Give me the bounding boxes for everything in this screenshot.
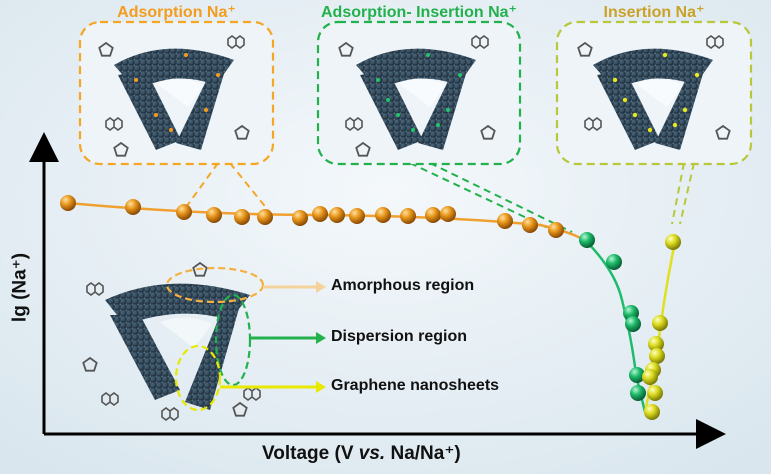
amorphous-ellipse: [165, 266, 265, 304]
green-ball: [579, 232, 595, 248]
x-axis-label-suffix: Na/Na⁺): [385, 443, 461, 464]
orange-ball: [522, 217, 538, 233]
yellow-ball: [652, 315, 668, 331]
panel-title-adsorption: Adsorption Na⁺: [117, 4, 236, 21]
legend-amorphous: Amorphous region: [331, 277, 475, 294]
connector-adsorption-left: [183, 162, 219, 211]
orange-ball: [497, 213, 513, 229]
orange-ball: [349, 208, 365, 224]
orange-ball: [400, 208, 416, 224]
y-axis-label: lg (Na⁺): [9, 252, 31, 323]
green-ball: [629, 367, 645, 383]
orange-ball: [176, 204, 192, 220]
orange-ball: [329, 207, 345, 223]
dispersion-ellipse: [214, 293, 252, 387]
x-axis-label: Voltage (V vs. Na/Na⁺): [262, 442, 461, 465]
yellow-ball: [665, 234, 681, 250]
orange-ball: [440, 206, 456, 222]
legend-arrows: [220, 281, 326, 393]
x-axis-label-prefix: Voltage (V: [262, 443, 359, 464]
legend-dispersion: Dispersion region: [331, 328, 468, 345]
connectors: [183, 162, 695, 233]
orange-ball: [125, 199, 141, 215]
panel-title-insertion: Insertion Na⁺: [603, 4, 705, 21]
cluster-adsorption-insertion: [338, 35, 496, 157]
yellow-ball: [642, 369, 658, 385]
orange-ball: [60, 195, 76, 211]
axes: [29, 132, 726, 449]
green-ball: [606, 254, 622, 270]
connector-ins-a: [671, 162, 685, 225]
yellow-ball: [649, 348, 665, 364]
sodium-balls: [60, 195, 681, 420]
orange-ball: [206, 207, 222, 223]
connector-insertion-left: [409, 162, 549, 229]
yellow-ball: [644, 404, 660, 420]
orange-ball: [257, 209, 273, 225]
cluster-legend: [82, 262, 261, 421]
orange-ball: [425, 207, 441, 223]
cluster-insertion: [577, 35, 731, 150]
connector-ins-b: [679, 162, 695, 225]
panel-title-adsorption-insertion: Adsorption- Insertion Na⁺: [321, 4, 517, 21]
green-ball: [625, 316, 641, 332]
cluster-adsorption: [98, 35, 250, 157]
orange-ball: [292, 210, 308, 226]
orange-ball: [234, 209, 250, 225]
orange-ball: [375, 207, 391, 223]
connector-insertion-right: [429, 162, 573, 233]
graphene-ellipse: [174, 344, 222, 412]
yellow-ball: [648, 336, 664, 352]
green-ball: [630, 385, 646, 401]
legend-graphene: Graphene nanosheets: [331, 377, 500, 394]
orange-ball: [312, 206, 328, 222]
curve-green: [584, 239, 647, 413]
orange-ball: [548, 222, 564, 238]
yellow-ball: [647, 385, 663, 401]
x-axis-label-italic: vs.: [358, 443, 386, 464]
